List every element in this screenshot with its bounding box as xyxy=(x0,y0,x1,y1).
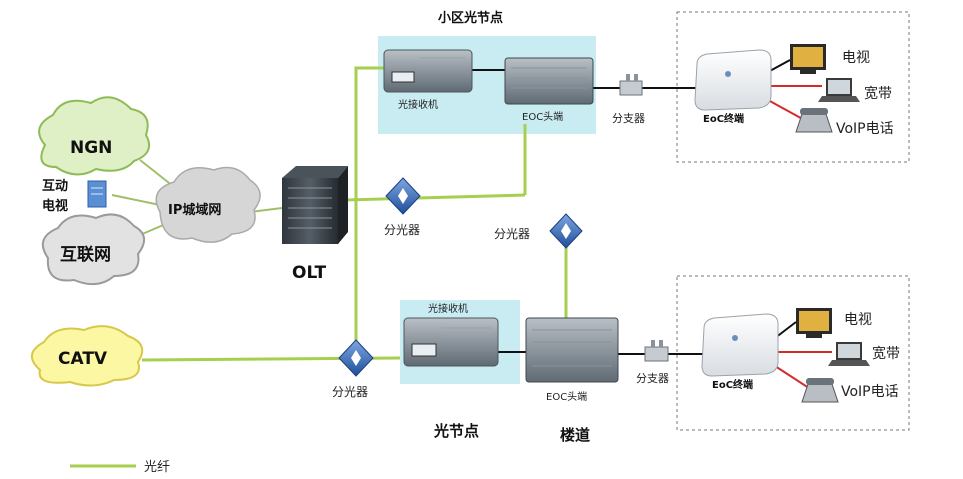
coax-lines xyxy=(472,69,704,355)
top-tap-splitter-icon xyxy=(619,74,643,96)
iptv-server-icon xyxy=(87,180,107,208)
ngn-label: NGN xyxy=(70,138,112,158)
top-tv-icon xyxy=(790,44,826,74)
bottom-splitter-label: 分支器 xyxy=(636,372,669,385)
iptv-label-line1: 互动 xyxy=(42,179,68,194)
bottom-laptop-icon xyxy=(828,342,870,366)
bottom-receiver-icon xyxy=(403,317,499,367)
ip-metro-cloud: IP城域网 xyxy=(155,166,261,243)
community-receiver-icon xyxy=(383,49,473,93)
catv-cloud: CATV xyxy=(31,325,144,387)
bottom-terminal-box xyxy=(676,275,910,431)
bottom-tv-label: 电视 xyxy=(844,312,872,328)
top-broadband-label: 宽带 xyxy=(864,85,892,102)
community-node-title: 小区光节点 xyxy=(438,10,503,26)
bottom-tv-icon xyxy=(796,308,832,338)
bottom-eoc-head-label: EOC头端 xyxy=(546,390,587,403)
bottom-eoc-terminal-icon xyxy=(701,313,779,377)
bottom-terminal-label: EoC终端 xyxy=(712,378,753,391)
optical-splitter-label-3: 分光器 xyxy=(332,385,368,399)
top-splitter-label: 分支器 xyxy=(612,112,645,125)
optical-node-label: 光节点 xyxy=(433,422,479,440)
iptv-label-line2: 电视 xyxy=(42,198,68,214)
bottom-eoc-head-icon xyxy=(525,317,619,383)
community-eoc-head-icon xyxy=(504,57,594,105)
community-eoc-head-label: EOC头端 xyxy=(522,110,563,123)
legend-fiber-label: 光纤 xyxy=(144,460,170,475)
top-laptop-icon xyxy=(818,78,860,102)
optical-splitter-label-1: 分光器 xyxy=(384,223,420,237)
bottom-voip-label: VoIP电话 xyxy=(841,384,899,400)
corridor-label: 楼道 xyxy=(560,426,590,444)
top-eoc-terminal-icon xyxy=(694,49,772,111)
optical-splitter-icon-1 xyxy=(385,177,421,215)
optical-splitter-icon-3 xyxy=(338,339,374,377)
optical-splitter-icon-2 xyxy=(549,213,583,249)
bottom-receiver-label: 光接收机 xyxy=(428,302,468,315)
catv-label: CATV xyxy=(58,349,108,369)
bottom-tap-splitter-icon xyxy=(644,340,669,362)
internet-label: 互联网 xyxy=(60,245,111,265)
top-terminal-box xyxy=(676,11,910,163)
top-phone-icon xyxy=(795,108,833,133)
bottom-broadband-label: 宽带 xyxy=(872,345,900,362)
top-terminal-label: EoC终端 xyxy=(703,112,744,125)
ip-metro-label: IP城域网 xyxy=(168,202,221,218)
ngn-cloud: NGN xyxy=(38,96,150,176)
top-voip-label: VoIP电话 xyxy=(836,121,894,137)
terminal-cables xyxy=(767,59,832,391)
internet-cloud: 互联网 xyxy=(41,213,145,286)
top-tv-label: 电视 xyxy=(842,50,870,66)
optical-splitter-label-2: 分光器 xyxy=(494,227,530,241)
community-receiver-label: 光接收机 xyxy=(398,98,438,111)
olt-device-icon xyxy=(282,166,348,244)
bottom-phone-icon xyxy=(801,378,839,403)
olt-label: OLT xyxy=(292,263,326,283)
